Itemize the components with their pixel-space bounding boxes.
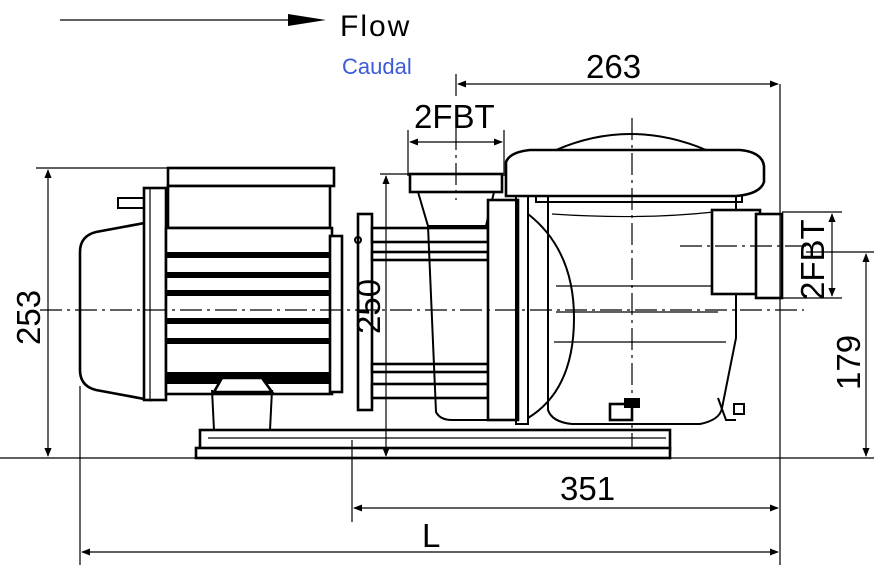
dim-351: 351 [560, 470, 615, 507]
dim-250: 250 [350, 279, 387, 334]
dim-inlet-2fbt: 2FBT [414, 98, 495, 135]
pump-housing [408, 133, 784, 425]
flow-sublabel: Caudal [342, 54, 412, 79]
flow-label: Flow [340, 10, 411, 43]
dim-253: 253 [10, 290, 47, 345]
extension-lines [0, 74, 874, 565]
dim-l: L [422, 517, 440, 554]
flow-arrow [60, 14, 326, 26]
motor [78, 166, 344, 431]
dim-179: 179 [830, 335, 867, 390]
dimension-lines [44, 80, 870, 556]
dim-outlet-2fbt: 2FBT [794, 219, 831, 300]
base-plate [194, 428, 672, 460]
dim-263: 263 [586, 48, 641, 85]
